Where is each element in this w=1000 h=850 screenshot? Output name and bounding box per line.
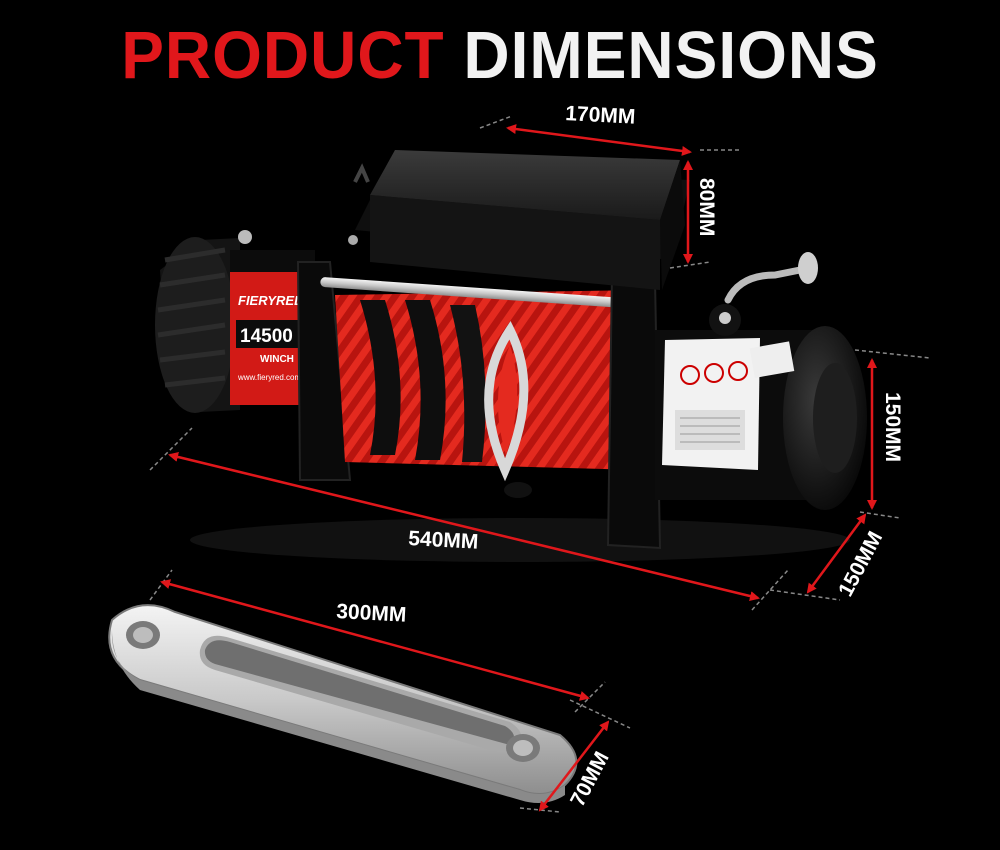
dim-motor-height (854, 349, 931, 519)
label-box-height: 80MM (695, 178, 718, 236)
rating-label: 14500 lb (240, 326, 315, 347)
dim-motor-depth (769, 513, 867, 601)
tie-bar (320, 277, 650, 310)
label-motor-height: 150MM (881, 392, 904, 462)
gear-housing (155, 230, 271, 413)
winch: FIERYRED 14500 lb WINCH www.fieryred.com (155, 150, 867, 562)
control-box (348, 150, 690, 290)
url-label: www.fieryred.com (237, 373, 301, 382)
type-label: WINCH (260, 354, 294, 365)
clutch-handle (709, 252, 818, 336)
dim-fairlead-width (519, 699, 631, 813)
brand-label: FIERYRED (238, 293, 304, 308)
dim-box-width (479, 115, 740, 156)
dim-box-height (669, 160, 711, 269)
drum-label-panel: FIERYRED 14500 lb WINCH www.fieryred.com (230, 250, 315, 405)
right-end-plate (606, 273, 662, 550)
motor (655, 252, 867, 510)
hawse-fairlead (108, 604, 578, 804)
warning-label (662, 338, 760, 470)
dimension-lines (149, 115, 931, 813)
title-word-dimensions: DIMENSIONS (463, 17, 879, 93)
dim-winch-length (149, 427, 789, 611)
label-box-width: 170MM (565, 102, 636, 129)
title-word-product: PRODUCT (121, 17, 445, 93)
label-fairlead-length: 300MM (336, 600, 407, 627)
page-title: PRODUCT DIMENSIONS (0, 16, 1000, 94)
dim-fairlead-length (149, 569, 606, 713)
label-winch-length: 540MM (408, 527, 479, 554)
